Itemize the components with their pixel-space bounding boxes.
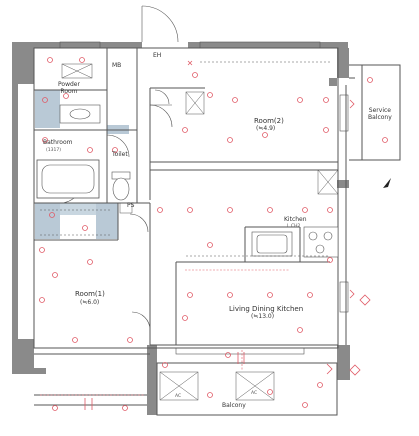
room1-label: Room(1): [75, 290, 105, 298]
room1-area: (≒6.0): [80, 299, 100, 306]
exterior-walls: [12, 42, 350, 415]
bathtub-icon: [36, 159, 100, 199]
bathroom-label: Bathroom: [43, 139, 73, 146]
toilet-label: Toilet: [112, 151, 128, 158]
ldk-label: Living Dining Kitchen: [229, 305, 304, 313]
switch-marks: [84, 60, 371, 410]
room2-label: Room(2): [254, 117, 284, 125]
bathroom-size: (1317): [46, 148, 61, 153]
compass-north-icon: [383, 178, 391, 188]
kitchen-label: Kitchen: [284, 216, 307, 223]
eh-label: EH: [153, 52, 162, 59]
ac-unit-label-2: AC: [251, 391, 258, 396]
ps-label: PS: [127, 202, 135, 209]
powder-room-label: Powder Room: [58, 81, 80, 95]
washroom-floor: [35, 203, 60, 239]
ac-unit-label-1: AC: [175, 394, 182, 399]
crossed-boxes: [61, 63, 339, 401]
kitchen-stove-icon: [251, 226, 339, 258]
washbasin-icon: [59, 104, 101, 124]
windows: [59, 41, 349, 355]
dashed-lines: [40, 61, 330, 257]
duct-lines: [40, 269, 290, 396]
mb-label: MB: [112, 62, 122, 69]
powder-room-floor: [35, 90, 60, 128]
wash-area-floor: [96, 203, 118, 239]
balcony-label: Balcony: [222, 402, 246, 409]
kitchen-ch-label: L.CH2: [287, 224, 301, 229]
electrical-points: [39, 57, 388, 411]
toilet-icon: [111, 171, 131, 201]
room2-area: (≒4.9): [256, 125, 276, 132]
service-balcony-label: Service Balcony: [368, 107, 392, 121]
ldk-area: (≒13.0): [251, 313, 275, 320]
